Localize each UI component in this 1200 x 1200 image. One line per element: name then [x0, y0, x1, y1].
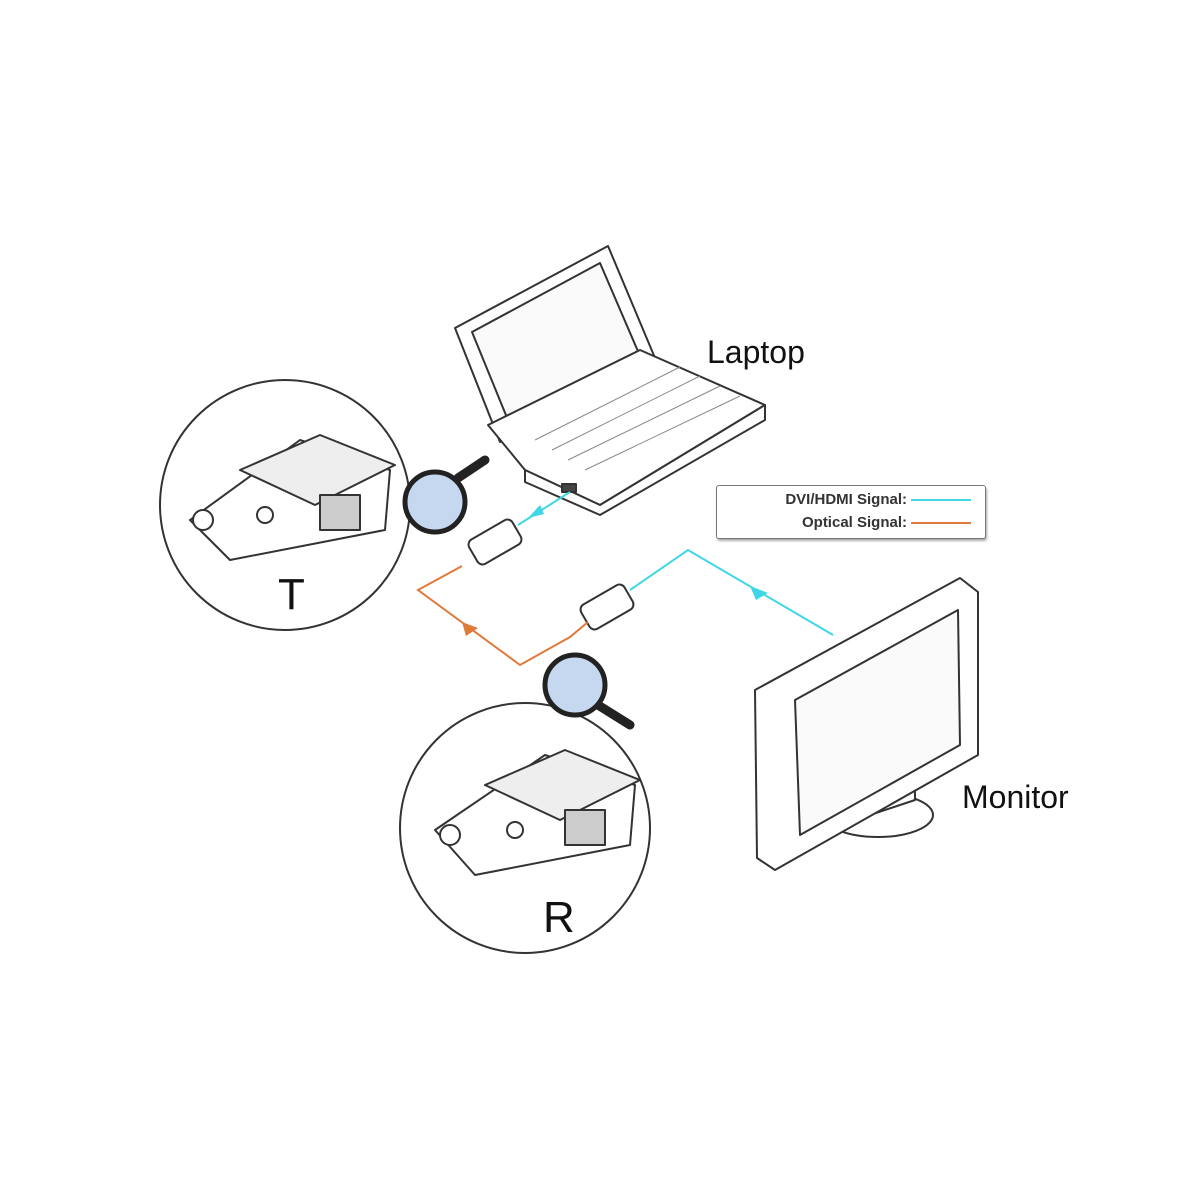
legend-label: DVI/HDMI Signal: [785, 491, 907, 508]
dvi-arrow-laptop [528, 505, 544, 518]
legend-swatch [911, 498, 971, 501]
monitor-label: Monitor [962, 779, 1069, 815]
optical-signal-line [416, 565, 589, 667]
magnifier-icon [402, 455, 490, 535]
transmitter-connector [467, 518, 523, 566]
dvi-arrow [750, 586, 768, 600]
dvi-signal-receiver-to-monitor [629, 548, 834, 636]
legend-item-dvi-hdmi: DVI/HDMI Signal: [785, 491, 971, 508]
signal-legend: DVI/HDMI Signal: Optical Signal: [716, 485, 986, 539]
dvi-signal-laptop-to-transmitter [517, 491, 571, 526]
laptop-illustration [454, 245, 766, 516]
laptop-label: Laptop [707, 334, 805, 370]
receiver-module-illustration [434, 749, 641, 876]
receiver-connector [579, 583, 635, 631]
legend-label: Optical Signal: [801, 514, 907, 531]
receiver-label: R [543, 893, 575, 942]
transmitter-module-illustration [189, 434, 396, 561]
monitor-illustration [754, 577, 979, 871]
legend-item-optical: Optical Signal: [802, 514, 971, 531]
legend-swatch [911, 521, 971, 524]
optical-arrow [462, 622, 478, 636]
magnifier-icon [542, 652, 635, 730]
transmitter-label: T [278, 570, 305, 619]
